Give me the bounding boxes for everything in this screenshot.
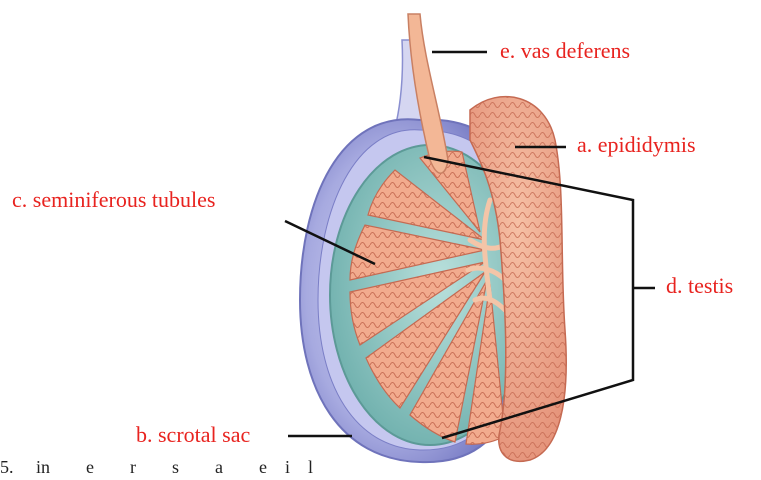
label-testis: d. testis <box>666 275 733 297</box>
caption: 5. in e r s a e i l <box>0 458 367 476</box>
label-seminiferous-tubules: c. seminiferous tubules <box>12 189 215 211</box>
label-epididymis: a. epididymis <box>577 134 696 156</box>
label-scrotal-sac: b. scrotal sac <box>136 424 250 446</box>
label-vas-deferens: e. vas deferens <box>500 40 630 62</box>
